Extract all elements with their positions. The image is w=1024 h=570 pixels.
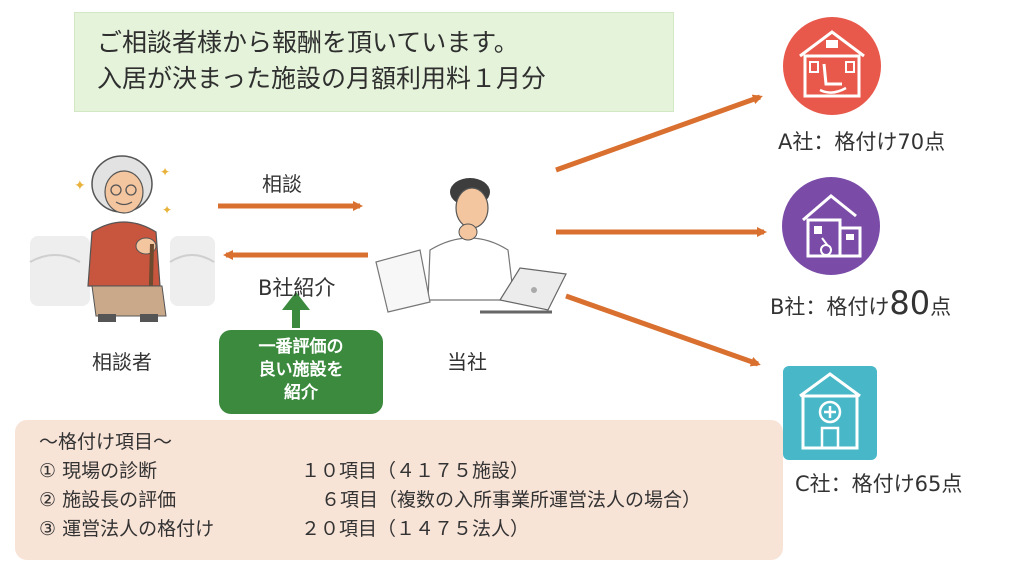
reward-message-line1: ご相談者様から報酬を頂いています。: [97, 28, 519, 57]
reward-message-box: ご相談者様から報酬を頂いています。 入居が決まった施設の月額利用料１月分: [74, 12, 674, 112]
bubble-pointer-head: [282, 292, 310, 310]
best-facility-bubble: 一番評価の 良い施設を 紹介: [219, 330, 383, 414]
criteria-item-detail: ２０項目（１４７５法人）: [301, 518, 530, 540]
criteria-title: ～格付け項目～: [39, 431, 173, 453]
arrow-to-company-a: [555, 94, 763, 173]
criteria-item-name: ③ 運営法人の格付け: [39, 518, 215, 540]
company-c-label: C社：格付け65点: [795, 472, 963, 496]
consultation-label: 相談: [262, 172, 302, 196]
house-with-wheelchair-icon: [782, 177, 880, 275]
bubble-line2: 良い施設を: [258, 360, 344, 380]
company-b-label-suffix: 点: [930, 295, 952, 319]
company-a-label: A社：格付け70点: [778, 130, 946, 154]
company-b-score: 80: [889, 284, 931, 322]
elderly-client-illustration: ✦ ✦ ✦: [29, 155, 215, 323]
arrow-to-company-c: [565, 293, 761, 367]
criteria-row: ③ 運営法人の格付け ２０項目（１４７５法人）: [39, 515, 783, 544]
criteria-item-detail: １０項目（４１７５施設）: [301, 460, 530, 482]
svg-text:✦: ✦: [160, 165, 170, 179]
bubble-line1: 一番評価の: [258, 337, 344, 357]
criteria-item-name: ① 現場の診断: [39, 460, 158, 482]
client-label: 相談者: [92, 350, 152, 374]
reward-message-line2: 入居が決まった施設の月額利用料１月分: [97, 64, 547, 93]
company-b-label: B社：格付け80点: [770, 284, 951, 322]
rating-criteria-box: ～格付け項目～ ① 現場の診断 １０項目（４１７５施設） ② 施設長の評価 ６項…: [15, 420, 783, 560]
svg-text:✦: ✦: [74, 178, 86, 194]
company-b-label-prefix: B社：格付け: [770, 295, 890, 319]
introduction-label: B社紹介: [258, 276, 336, 300]
nursing-home-rocking-chair-icon: [783, 17, 881, 115]
our-company-label: 当社: [447, 350, 487, 374]
criteria-row: ① 現場の診断 １０項目（４１７５施設）: [39, 457, 783, 486]
staff-with-laptop-illustration: [375, 178, 567, 314]
bubble-line3: 紹介: [284, 383, 318, 403]
clinic-building-icon: [783, 366, 877, 460]
criteria-item-name: ② 施設長の評価: [39, 489, 177, 511]
svg-text:✦: ✦: [162, 203, 172, 217]
criteria-row: ② 施設長の評価 ６項目（複数の入所事業所運営法人の場合）: [39, 486, 783, 515]
criteria-item-detail: ６項目（複数の入所事業所運営法人の場合）: [321, 489, 702, 511]
